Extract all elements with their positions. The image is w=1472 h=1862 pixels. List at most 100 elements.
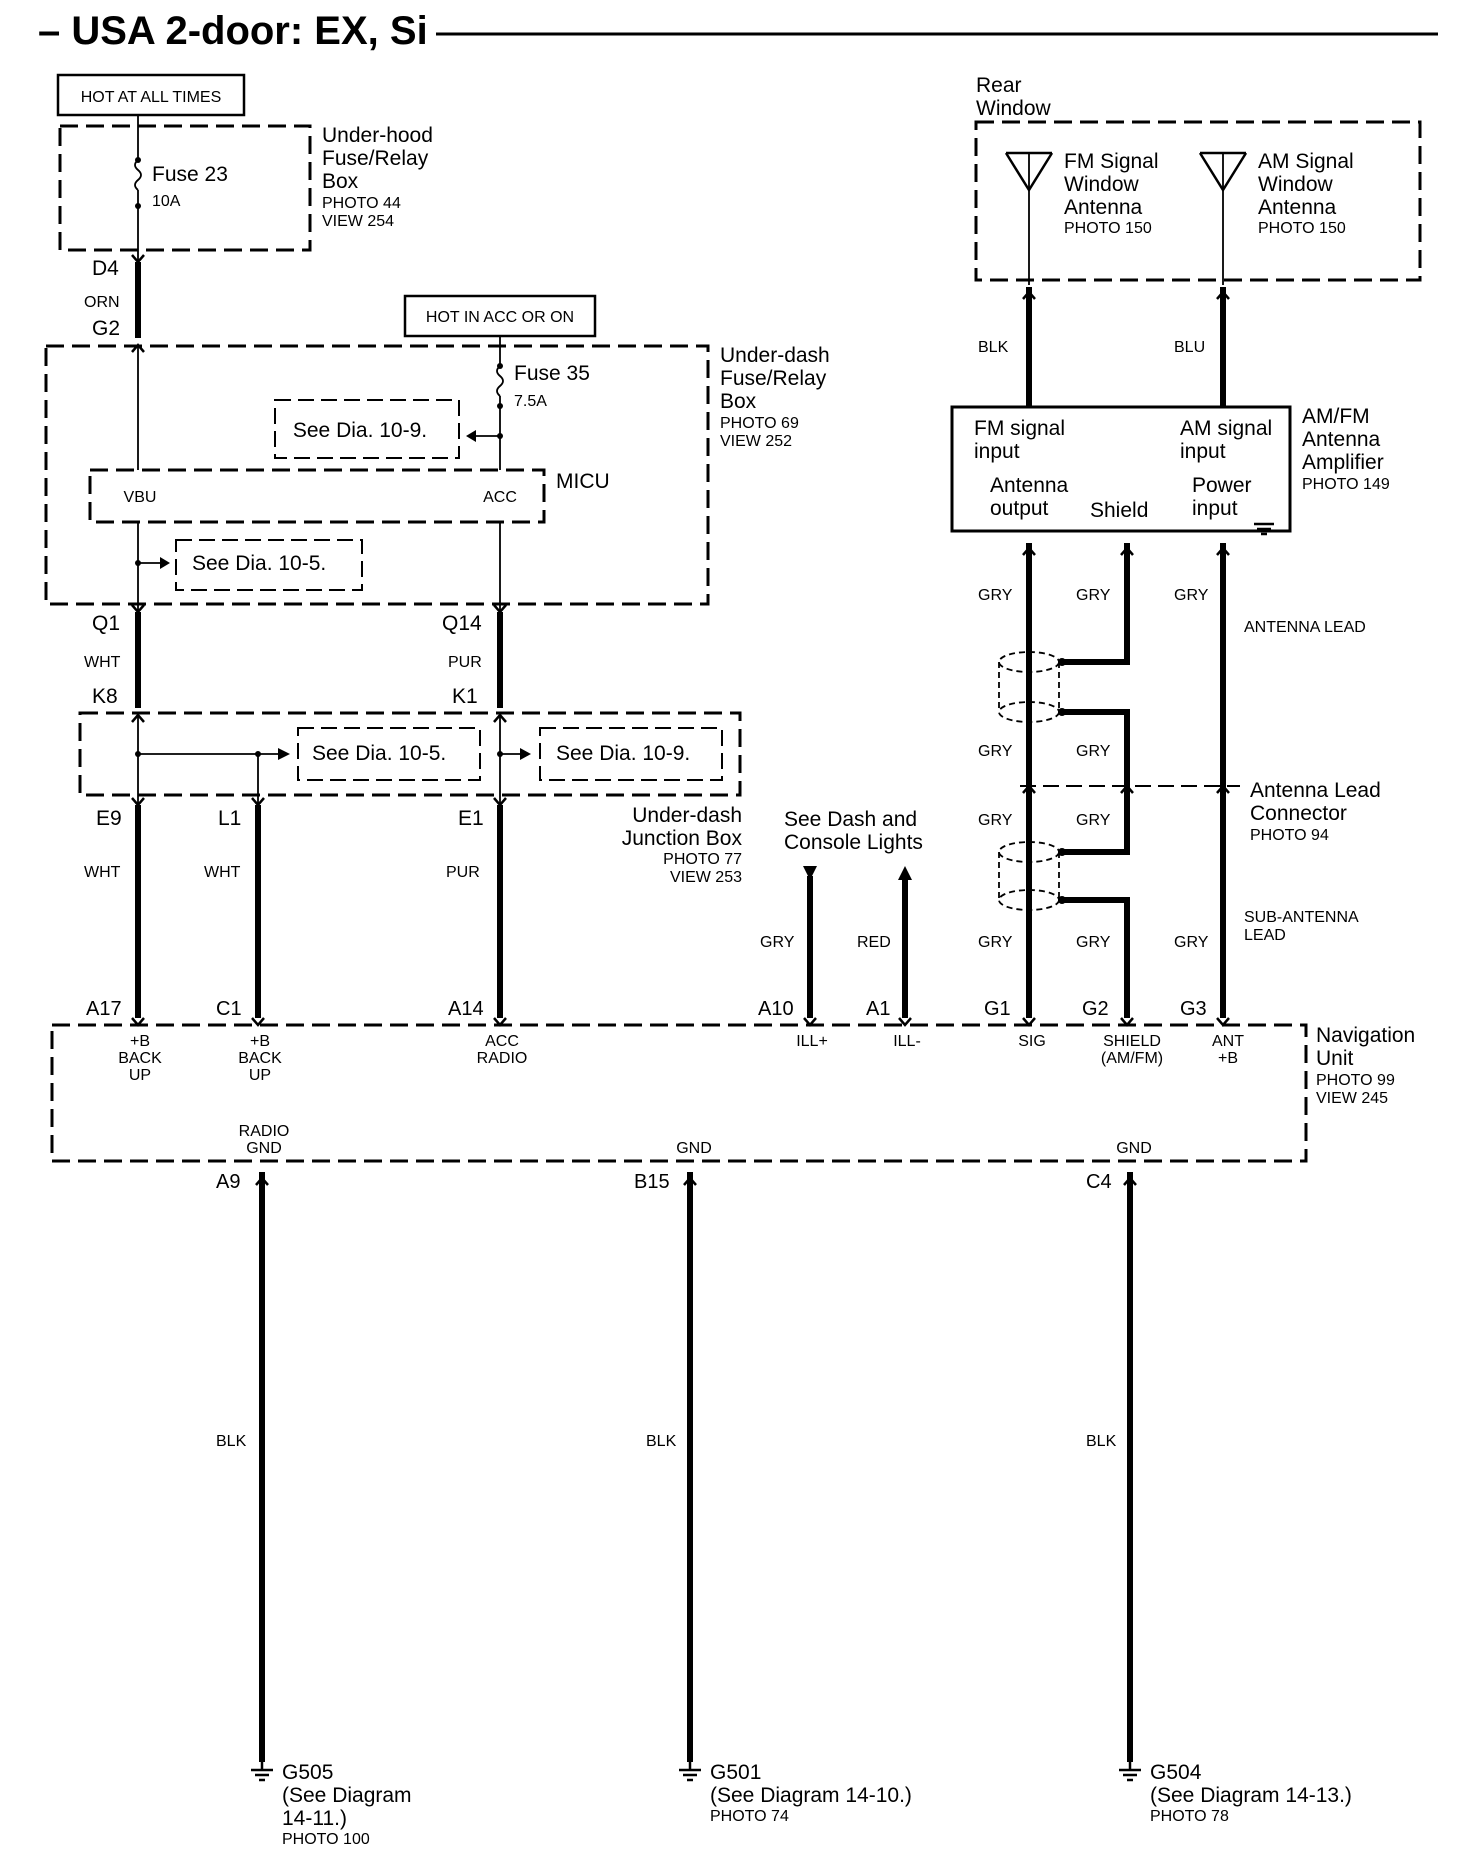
arrow-up-icon: [898, 866, 912, 880]
connector-q1: Q1: [92, 612, 120, 635]
hot-in-acc-box: [403, 294, 597, 338]
connector-l1: L1: [218, 807, 241, 830]
underhood-name-2: Fuse/Relay: [322, 147, 429, 170]
antenna-lead-connector-photo: PHOTO 94: [1250, 827, 1329, 844]
underhood-view: VIEW 254: [322, 213, 394, 230]
pin-a14: A14: [448, 998, 484, 1020]
amp-ant-out-2: output: [990, 497, 1049, 520]
wire-color-gry-4: GRY: [978, 743, 1013, 760]
shielded-cable-upper-icon: [998, 651, 1066, 723]
nav-photo: PHOTO 99: [1316, 1072, 1395, 1089]
term-a1: ILL-: [893, 1033, 921, 1050]
pin-c1: C1: [216, 998, 242, 1020]
fm-antenna-icon: [1004, 151, 1054, 285]
ref-dia-10-5-junction-label: See Dia. 10-5.: [312, 742, 446, 765]
pin-b15: B15: [634, 1171, 670, 1193]
connector-g2-upper: G2: [92, 317, 120, 340]
ground-g501-name: G501: [710, 1761, 761, 1784]
micu-acc: ACC: [483, 489, 517, 506]
ref-dia-10-5-upper-label: See Dia. 10-5.: [192, 552, 326, 575]
wire-gry-shield-upper: [1062, 543, 1130, 665]
term-a17-2: BACK: [118, 1050, 162, 1067]
antenna-lead-connector-2: Connector: [1250, 802, 1347, 825]
wire-color-wht-2: WHT: [84, 864, 121, 881]
sub-antenna-lead-2: LEAD: [1244, 927, 1286, 944]
micu-name: MICU: [556, 470, 610, 493]
ref-dia-10-9-junction: [539, 727, 723, 781]
am-antenna-photo: PHOTO 150: [1258, 220, 1346, 237]
pin-g3: G3: [1180, 998, 1207, 1020]
term-b15: GND: [676, 1140, 712, 1157]
wire-color-gry-3: GRY: [1174, 587, 1209, 604]
ref-dia-10-5-upper: [175, 539, 363, 591]
fuse-23-rating: 10A: [152, 193, 181, 210]
amp-fm-in-1: FM signal: [974, 417, 1065, 440]
wire-color-gry-6: GRY: [978, 812, 1013, 829]
wire-gry-shield-mid: [1062, 709, 1130, 855]
wire-color-red-a1: RED: [857, 934, 891, 951]
connector-d4: D4: [92, 257, 119, 280]
hot-at-all-times-box: [56, 73, 246, 117]
term-a9-1: RADIO: [239, 1123, 290, 1140]
wire-color-blk-g504: BLK: [1086, 1433, 1117, 1450]
term-a17-3: UP: [129, 1067, 151, 1084]
fm-antenna-3: Antenna: [1064, 196, 1143, 219]
term-a10: ILL+: [796, 1033, 828, 1050]
fm-antenna-photo: PHOTO 150: [1064, 220, 1152, 237]
connector-q14: Q14: [442, 612, 482, 635]
ground-g505-icon: [249, 1760, 275, 1782]
am-antenna-icon: [1198, 151, 1248, 285]
ground-g501-icon: [677, 1760, 703, 1782]
term-g1: SIG: [1018, 1033, 1046, 1050]
term-c4: GND: [1116, 1140, 1152, 1157]
underhood-photo: PHOTO 44: [322, 195, 401, 212]
ground-g501-ref: (See Diagram 14-10.): [710, 1784, 912, 1807]
wire-color-gry-5: GRY: [1076, 743, 1111, 760]
amp-am-in-1: AM signal: [1180, 417, 1272, 440]
nav-name-2: Unit: [1316, 1047, 1354, 1070]
fm-antenna-1: FM Signal: [1064, 150, 1159, 173]
underdash-fuse-photo: PHOTO 69: [720, 415, 799, 432]
fuse-35-icon: [496, 365, 504, 397]
underdash-fuse-name-2: Fuse/Relay: [720, 367, 827, 390]
amp-shield: Shield: [1090, 499, 1148, 522]
pin-a10: A10: [758, 998, 794, 1020]
am-antenna-3: Antenna: [1258, 196, 1337, 219]
ground-g504-name: G504: [1150, 1761, 1202, 1784]
amp-fm-in-2: input: [974, 440, 1020, 463]
amp-am-in-2: input: [1180, 440, 1226, 463]
sub-antenna-lead-1: SUB-ANTENNA: [1244, 909, 1359, 926]
wire-color-orn: ORN: [84, 294, 120, 311]
term-a9-2: GND: [246, 1140, 282, 1157]
wire-color-gry-10: GRY: [1174, 934, 1209, 951]
term-c1-1: +B: [250, 1033, 270, 1050]
wire-gry-shield-lower: [1062, 897, 1130, 1018]
rear-window-box: [974, 120, 1422, 282]
ground-g501-photo: PHOTO 74: [710, 1808, 789, 1825]
junction-name-1: Under-dash: [632, 804, 742, 827]
amplifier-ground-icon: [1254, 522, 1274, 536]
amp-pwr-1: Power: [1192, 474, 1252, 497]
term-a17-1: +B: [130, 1033, 150, 1050]
antenna-lead-label: ANTENNA LEAD: [1244, 619, 1366, 636]
pin-g1: G1: [984, 998, 1011, 1020]
wire-color-pur-2: PUR: [446, 864, 480, 881]
am-antenna-1: AM Signal: [1258, 150, 1354, 173]
amp-name-3: Amplifier: [1302, 451, 1384, 474]
connector-e9: E9: [96, 807, 122, 830]
page-title: – USA 2-door: EX, Si: [38, 9, 428, 53]
ground-g504-icon: [1117, 1760, 1143, 1782]
amp-ant-out-1: Antenna: [990, 474, 1069, 497]
wire-color-gry-9: GRY: [1076, 934, 1111, 951]
wire-color-gry-1: GRY: [978, 587, 1013, 604]
ground-g505-photo: PHOTO 100: [282, 1831, 370, 1848]
pin-g2: G2: [1082, 998, 1109, 1020]
term-c1-3: UP: [249, 1067, 271, 1084]
wire-color-wht-1: WHT: [84, 654, 121, 671]
junction-photo: PHOTO 77: [663, 851, 742, 868]
wire-color-gry-7: GRY: [1076, 812, 1111, 829]
am-antenna-2: Window: [1258, 173, 1334, 196]
ground-g505-name: G505: [282, 1761, 333, 1784]
amp-pwr-2: input: [1192, 497, 1238, 520]
